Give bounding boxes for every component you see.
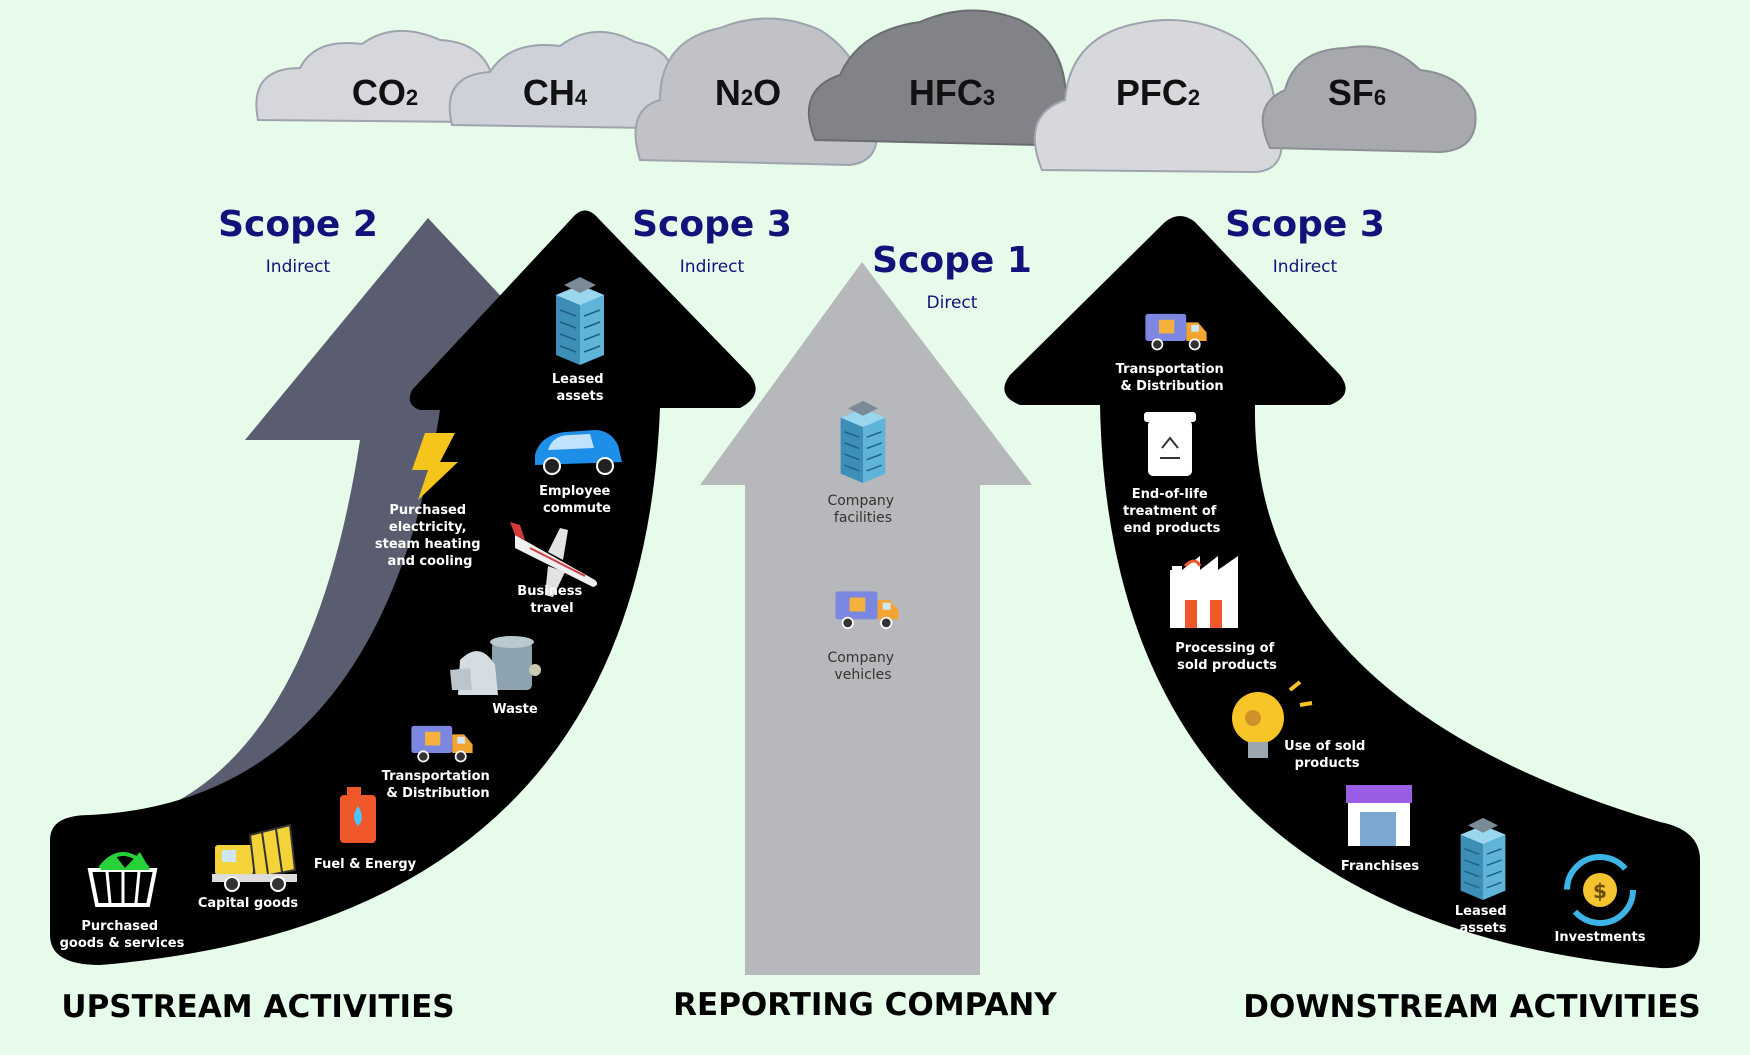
cloud-sf6 (1261, 45, 1477, 154)
reporting-company-label: REPORTING COMPANY (673, 987, 1057, 1023)
label-leased-assets-upstream: Leased assets (552, 372, 608, 404)
fuel-can-icon (340, 787, 376, 843)
scope3-upstream-title: Scope 3 (632, 204, 792, 245)
gas-ch4-label: CH4 (523, 72, 588, 113)
svg-text:$: $ (1593, 879, 1607, 903)
label-leased-assets-downstream: Leased assets (1455, 904, 1511, 936)
gas-clouds: CO2 CH4 N2O HFC3 PFC2 SF6 (255, 9, 1477, 174)
scope3-upstream-arrow (50, 210, 756, 965)
label-processing: Processing of sold products (1175, 641, 1279, 673)
upstream-activities-label: UPSTREAM ACTIVITIES (61, 989, 454, 1025)
scope2-subtitle: Indirect (266, 257, 331, 277)
label-franchises: Franchises (1341, 859, 1419, 874)
label-business-travel: Business travel (517, 584, 586, 616)
label-use-of-sold: Use of sold products (1284, 739, 1370, 771)
label-capital-goods: Capital goods (198, 896, 299, 911)
scope3-downstream-subtitle: Indirect (1273, 257, 1338, 277)
label-transport-upstream: Transportation & Distribution (382, 769, 495, 801)
label-company-facilities: Company facilities (827, 493, 898, 526)
label-company-vehicles: Company vehicles (827, 650, 898, 683)
label-investments: Investments (1555, 930, 1646, 945)
lightning-icon (412, 433, 458, 500)
storefront-icon (1346, 785, 1412, 846)
gas-pfc2-label: PFC2 (1116, 72, 1200, 113)
waste-bin-icon (450, 636, 541, 695)
scope1-subtitle: Direct (927, 293, 978, 313)
label-employee-commute: Employee commute (539, 484, 615, 516)
label-fuel-energy: Fuel & Energy (314, 857, 417, 872)
airplane-icon (510, 522, 598, 597)
car-icon (535, 430, 622, 475)
basket-icon (87, 852, 158, 907)
light-bulb-icon (1232, 680, 1313, 758)
label-purchased-electricity: Purchased electricity, steam heating and… (375, 503, 485, 569)
scope3-downstream-arrow (1004, 216, 1700, 969)
recycle-bin-icon (1144, 412, 1196, 476)
scope3-downstream-title: Scope 3 (1225, 204, 1385, 245)
factory-icon (1170, 556, 1238, 628)
scope1-title: Scope 1 (872, 240, 1032, 281)
downstream-activities-label: DOWNSTREAM ACTIVITIES (1243, 989, 1701, 1025)
label-end-of-life: End-of-life treatment of end products (1123, 487, 1221, 536)
gas-sf6-label: SF6 (1328, 72, 1386, 113)
label-waste: Waste (492, 702, 538, 717)
gas-hfc3-label: HFC3 (909, 72, 995, 113)
label-transport-downstream: Transportation & Distribution (1116, 362, 1229, 394)
label-purchased-goods: Purchased goods & services (60, 919, 185, 951)
gas-n2o-label: N2O (715, 72, 781, 113)
scope2-title: Scope 2 (218, 204, 378, 245)
gas-co2-label: CO2 (352, 72, 418, 113)
investment-icon: $ (1564, 854, 1636, 926)
mixer-truck-icon (212, 823, 297, 892)
scope3-upstream-subtitle: Indirect (680, 257, 745, 277)
